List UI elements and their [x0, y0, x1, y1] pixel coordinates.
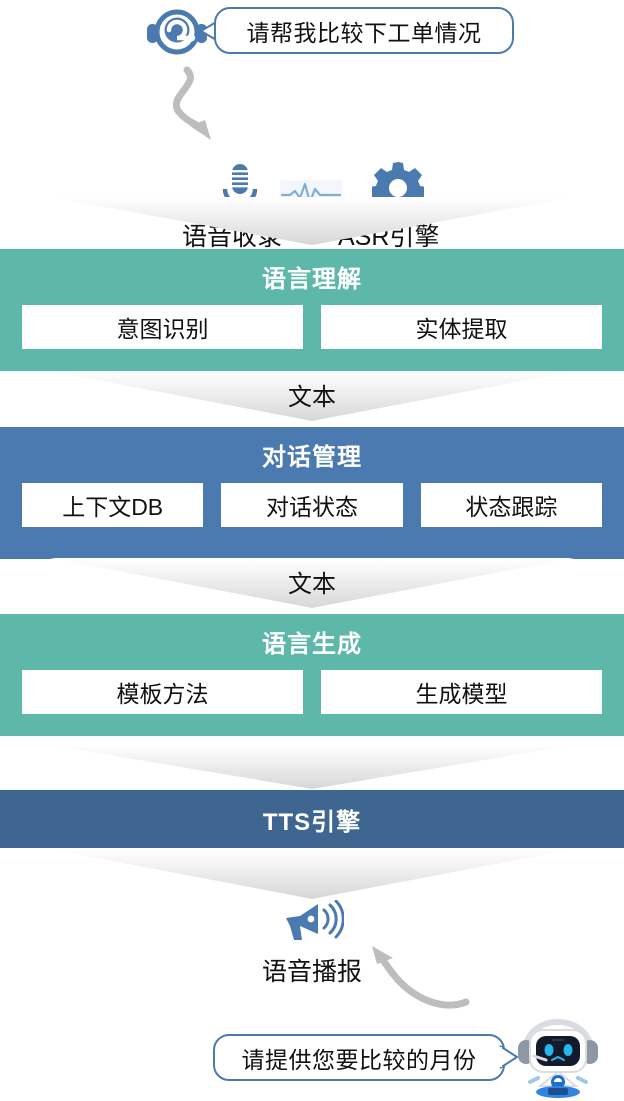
user-message-text: 请帮我比较下工单情况 [246, 19, 482, 46]
layer-item[interactable]: 模板方法 [22, 670, 303, 714]
layer-nlg-title: 语言生成 [262, 631, 362, 658]
layer-item[interactable]: 对话状态 [221, 483, 403, 527]
flow-arrow-4 [49, 745, 575, 789]
asr-stage-row: 语音收录 ASR引擎 [0, 62, 624, 251]
flow-arrow-1 [49, 197, 575, 245]
layer-item[interactable]: 上下文DB [22, 483, 204, 527]
layer-dialog-management: 对话管理 上下文DB 对话状态 状态跟踪 [0, 427, 624, 559]
flow-arrow-2 [49, 371, 575, 421]
speaker-icon [286, 900, 344, 940]
user-input-row: 请帮我比较下工单情况 [0, 0, 624, 70]
robot-icon [518, 1019, 598, 1098]
layer-dm-title: 对话管理 [262, 444, 362, 471]
speech-bubble-tail-bot [498, 1045, 518, 1069]
layer-tts-title: TTS引擎 [262, 808, 362, 836]
bot-speech-bubble: 请提供您要比较的月份 [213, 1034, 505, 1081]
bot-message-text: 请提供您要比较的月份 [241, 1046, 477, 1073]
curved-arrow-icon [372, 946, 470, 1009]
layer-dm-items: 上下文DB 对话状态 状态跟踪 [0, 472, 624, 527]
layer-item[interactable]: 意图识别 [22, 305, 303, 349]
layer-item[interactable]: 实体提取 [321, 305, 602, 349]
user-speech-bubble: 请帮我比较下工单情况 [214, 7, 514, 54]
curved-arrow-icon [173, 66, 211, 140]
voice-broadcast-label: 语音播报 [261, 958, 362, 986]
layer-tts-engine: TTS引擎 [0, 790, 624, 848]
layer-nlu-title: 语言理解 [262, 266, 362, 293]
layer-nlg: 语言生成 模板方法 生成模型 [0, 614, 624, 736]
flow-arrow-5 [49, 849, 575, 899]
layer-nlu-items: 意图识别 实体提取 [0, 294, 624, 349]
layer-item[interactable]: 生成模型 [321, 670, 602, 714]
flow-arrow-3 [49, 558, 575, 608]
layer-nlu: 语言理解 意图识别 实体提取 [0, 249, 624, 371]
layer-nlg-items: 模板方法 生成模型 [0, 659, 624, 714]
layer-item[interactable]: 状态跟踪 [420, 483, 602, 527]
headset-icon [147, 9, 207, 55]
